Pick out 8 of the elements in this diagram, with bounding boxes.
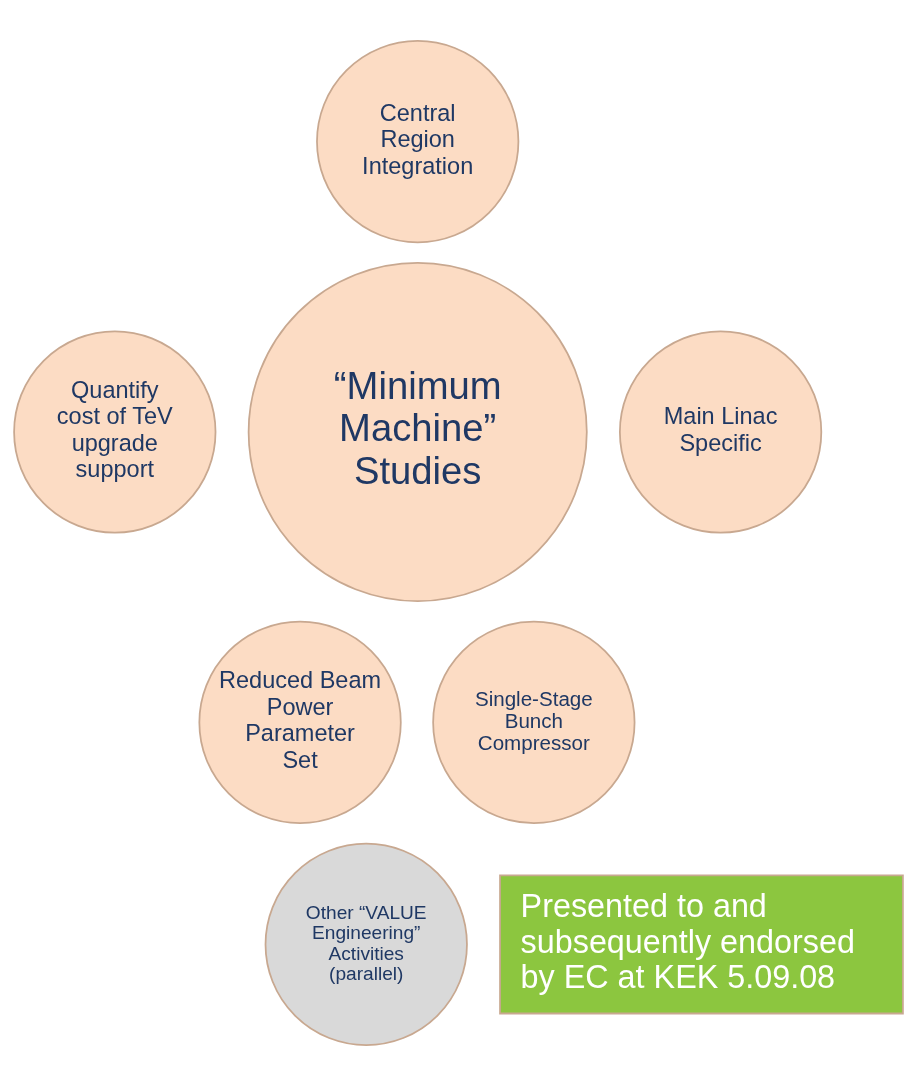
node-circle: “Minimum Machine” Studies: [247, 262, 588, 602]
node-circle: Reduced Beam Power Parameter Set: [198, 620, 402, 824]
node-circle: Other “VALUE Engineering” Activities (parallel): [264, 842, 468, 1046]
node-circle: Single-Stage Bunch Compressor: [432, 620, 636, 824]
node-circle: Central Region Integration: [316, 40, 520, 244]
node-circle: Main Linac Specific: [619, 330, 823, 534]
node-box: Presented to and subsequently endorsed by EC at KEK 5.09.08: [499, 874, 904, 1015]
node-circle: Quantify cost of TeV upgrade support: [13, 330, 217, 534]
